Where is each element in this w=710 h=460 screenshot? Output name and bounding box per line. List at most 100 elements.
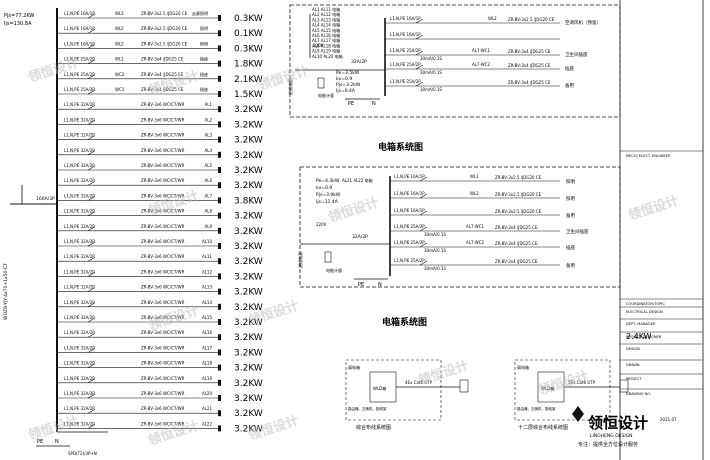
box1-al-item: AL5 AL15 电箱 <box>312 27 340 33</box>
main-row-load: AL6 <box>204 178 212 183</box>
main-row-kw: 3.2KW <box>234 348 263 358</box>
box1-row-code: AL7-WC2 <box>472 62 491 67</box>
box1-row-rcd: 30mA/0.1S <box>420 70 442 75</box>
main-row-load: AL15 <box>202 315 213 320</box>
box2-title: 电箱系统图 <box>382 316 427 328</box>
main-row-load: AL12 <box>202 269 213 274</box>
box1-row-breaker: L1,N,PE 16A/1P <box>390 32 421 37</box>
main-row-switch-icon <box>87 332 96 338</box>
brand-logo-subtitle: LINGHENG DESIGN <box>590 433 633 439</box>
main-row-terminal <box>218 410 221 417</box>
main-row-switch-icon <box>87 59 96 64</box>
main-row-cable: ZR-BV-3x6 WC/CT/WR <box>141 315 185 320</box>
box2-row-cable: ZR-BV-3x4 /JDG25 CE <box>495 225 538 230</box>
brand-logo-name: 领恒设计 <box>587 414 648 432</box>
main-row-switch-icon <box>87 393 96 399</box>
box1-row-switch-icon <box>415 64 424 70</box>
box2-pe-label: PE <box>358 282 364 288</box>
bottom-n-label: N <box>55 439 59 445</box>
box2-row-code: AL7-WC1 <box>466 224 485 229</box>
network-right-box-title: 弱电箱 <box>517 364 529 370</box>
main-row-kw: 3.2KW <box>234 409 263 419</box>
main-row-switch-icon <box>87 165 96 171</box>
network-left-cable-label: 4Ex Cat6 UTP <box>405 380 433 385</box>
main-row-terminal <box>218 136 221 143</box>
box1-main-breaker: 32A/2P <box>351 59 367 65</box>
watermark-text: 领恒设计 <box>256 63 310 94</box>
watermark-text: 领恒设计 <box>416 358 470 389</box>
main-row-switch-icon <box>87 424 96 429</box>
network-right-title: 十二层综合布线系统图 <box>518 424 568 431</box>
main-row-cable: ZR-BV-3x6 WC/CT/WR <box>141 361 185 366</box>
main-row-terminal <box>218 167 221 173</box>
main-row-cable: ZR-BV-3x6 WC/CT/WR <box>141 254 185 259</box>
main-row-breaker: L1,N,PE 32A/2P <box>64 391 95 396</box>
main-row-kw: 0.1KW <box>234 29 263 39</box>
box1-row-switch-icon <box>415 81 424 87</box>
main-row-cable: ZR-BV-3x6 WC/CT/WR <box>141 178 185 183</box>
box1-al-item: AL9 AL19 电箱 <box>312 48 340 54</box>
box2-row-switch-icon <box>419 242 428 248</box>
main-row-code: WL2 <box>115 11 124 16</box>
main-row-load: AL8 <box>204 209 212 214</box>
main-row-cable: ZR-BV-3x6 WC/CT/WR <box>141 391 185 396</box>
box2-meter-label: 电能计量 <box>326 267 342 273</box>
main-row-terminal <box>218 425 221 432</box>
main-row-load: AL20 <box>202 391 213 396</box>
main-row-breaker: L1,N,PE 32A/2P <box>64 300 95 305</box>
main-row-load: AL21 <box>202 406 213 411</box>
box1-row-load: 备用 <box>565 82 574 89</box>
main-row-breaker: L1,N,PE 32A/2P <box>64 209 95 214</box>
box2-row-breaker: L1,N,PE 16A/1P <box>394 174 425 179</box>
title-block-row-label: PROJECT DESIGNER <box>626 335 662 339</box>
main-row-terminal <box>218 182 221 189</box>
main-row-breaker: L1,N,PE 32A/2P <box>64 254 95 259</box>
main-row-kw: 1.5KW <box>234 90 263 100</box>
main-row-load: 照明 <box>200 41 208 46</box>
main-row-cable: ZR-BV-3x6 WC/CT/WR <box>141 209 185 214</box>
main-row-terminal <box>218 243 221 249</box>
main-panel-header: Pjs=77.2KW Ijs=130.8A <box>4 13 34 27</box>
box1-row-code: AL7-WC1 <box>472 48 491 53</box>
box2-row-load: 卫生间插座 <box>566 228 589 235</box>
network-left-frame <box>345 359 442 421</box>
main-row-breaker: L1,N,PE 16A/1P <box>64 41 95 46</box>
main-row-cable: ZR-BV-3x6 WC/CT/WR <box>141 376 185 381</box>
box1-row-switch-icon <box>415 18 424 24</box>
brand-logo: 领恒设计 LINGHENG DESIGN 专注：提供全方位设计服务 <box>572 406 648 448</box>
main-row-kw: 0.3KW <box>234 14 263 24</box>
box1-row-cable: ZR-BV-3x4 /JDG25 CE <box>508 80 551 85</box>
main-row-cable: ZR-BV-3x6 WC/CT/WR <box>141 421 185 426</box>
main-row-breaker: L1,N,PE 32A/2P <box>64 376 95 381</box>
main-row-terminal <box>218 349 221 356</box>
main-row-switch-icon <box>87 13 96 19</box>
main-row-breaker: L1,N,PE 32A/2P <box>64 163 95 168</box>
main-row-terminal <box>218 121 221 128</box>
box1-param: kx=0.9 <box>336 76 352 82</box>
main-row-breaker: L1,N,PE 32A/2P <box>64 285 95 290</box>
network-right-note: 路由器、交换机、配线架 <box>517 406 556 411</box>
box2-row-load: 备用 <box>566 212 575 219</box>
main-row-switch-icon <box>87 28 96 34</box>
main-row-load: AL2 <box>204 117 212 122</box>
main-row-kw: 3.2KW <box>234 151 263 161</box>
bottom-spd-note: SPD(T2)/3P+N <box>68 451 97 456</box>
main-row-kw: 3.2KW <box>234 257 263 267</box>
box2-row-rcd: 30mA/0.1S <box>424 266 446 271</box>
main-row-cable: ZR-BV-3x6 WC/CT/WR <box>141 406 185 411</box>
main-row-kw: 3.2KW <box>234 379 263 389</box>
box2-side-label-group: 进线电源 <box>297 252 303 268</box>
main-row-terminal <box>218 227 221 234</box>
main-row-cable: ZR-BV-3x4 /JDG25 CE <box>141 72 184 77</box>
main-row-switch-icon <box>87 408 96 414</box>
main-row-load: 插座 <box>200 86 208 92</box>
box1-row-breaker: L1,N,PE 16A/1P <box>390 16 421 21</box>
main-row-cable: ZR-BV-3x6 WC/CT/WR <box>141 239 185 244</box>
main-row-breaker: L1,N,PE 32A/2P <box>64 133 95 138</box>
main-row-load: 插座 <box>200 71 208 77</box>
box1-meter-label: 电能计量 <box>318 92 334 98</box>
main-row-terminal <box>218 319 221 325</box>
box1-meter-symbol <box>317 77 325 89</box>
title-block-row-label: DRAWING NO. <box>626 392 651 396</box>
